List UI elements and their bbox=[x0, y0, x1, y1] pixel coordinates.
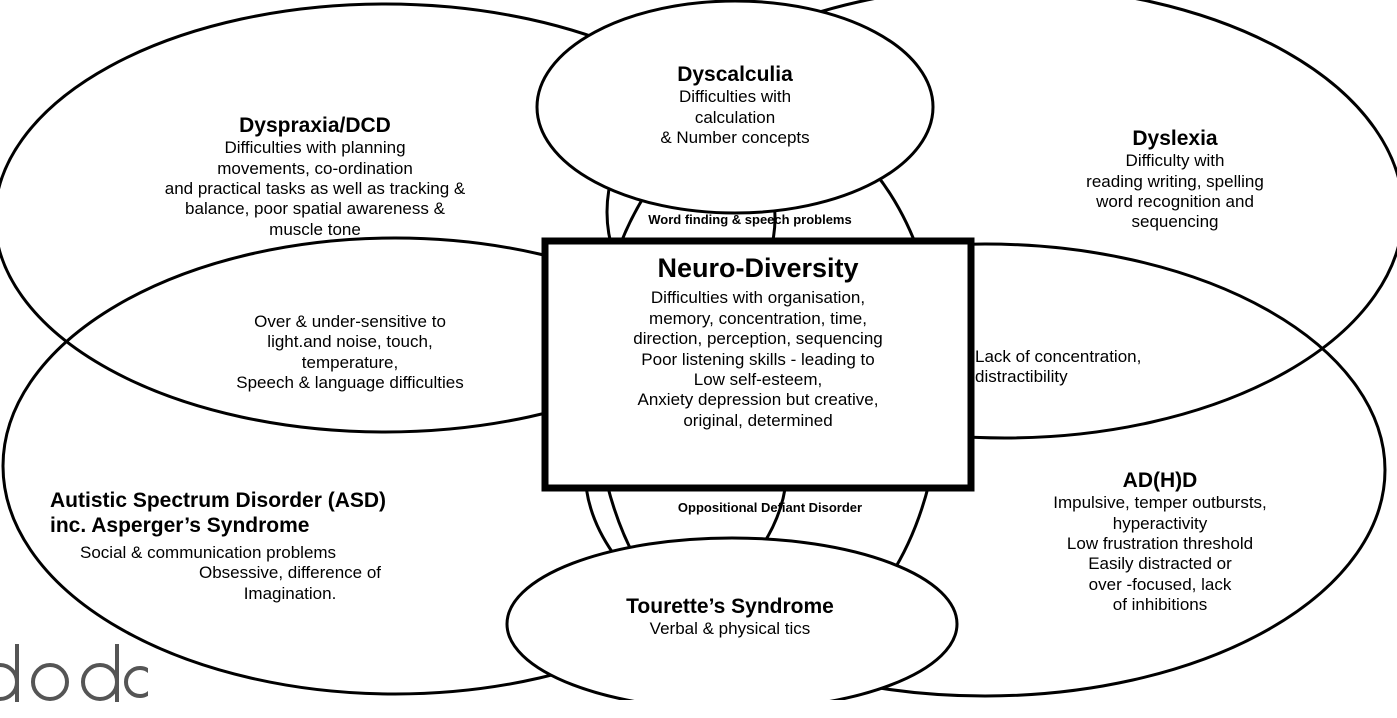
adhd-line: Low frustration threshold bbox=[1066, 533, 1254, 553]
tourettes-line: Verbal & physical tics bbox=[649, 619, 811, 639]
oppositional-text: Oppositional Defiant Disorder bbox=[677, 500, 863, 515]
sensory-line: Over & under-sensitive to bbox=[254, 312, 446, 331]
word-finding-text: Word finding & speech problems bbox=[648, 212, 852, 227]
center-line: direction, perception, sequencing bbox=[633, 329, 883, 349]
center-line: Poor listening skills - leading to bbox=[641, 349, 875, 369]
concentration-block: Lack of concentration, distractibility bbox=[975, 347, 1235, 388]
concentration-line: distractibility bbox=[975, 367, 1068, 387]
dyspraxia-title: Dyspraxia/DCD bbox=[239, 114, 391, 137]
dyslexia-line: word recognition and bbox=[1096, 191, 1254, 211]
sensory-line: light.and noise, touch, bbox=[267, 332, 433, 352]
diagram-shapes bbox=[0, 0, 1397, 700]
center-line: Anxiety depression but creative, bbox=[637, 390, 879, 410]
asd-line: Obsessive, difference of bbox=[198, 563, 382, 583]
asd-title: Autistic Spectrum Disorder (ASD) bbox=[50, 489, 387, 512]
tourettes-title: Tourette’s Syndrome bbox=[626, 595, 834, 618]
dyscalculia-block: Dyscalculia Difficulties with calculatio… bbox=[585, 62, 885, 148]
tourettes-ellipse bbox=[505, 536, 959, 700]
concentration-line: Lack of concentration, bbox=[975, 347, 1142, 366]
neurodiversity-diagram: Dyscalculia Difficulties with calculatio… bbox=[0, 0, 1397, 700]
center-block: Neuro-Diversity Difficulties with organi… bbox=[552, 252, 964, 431]
sensory-line: Speech & language difficulties bbox=[236, 373, 464, 393]
dyslexia-line: sequencing bbox=[1131, 212, 1219, 232]
dyslexia-ellipse bbox=[605, 0, 1397, 440]
dyspraxia-block: Dyspraxia/DCD Difficulties with planning… bbox=[45, 113, 585, 240]
dyspraxia-line: movements, co-ordination bbox=[217, 158, 413, 178]
adhd-line: Impulsive, temper outbursts, bbox=[1053, 493, 1267, 513]
dyscalculia-line: & Number concepts bbox=[660, 127, 810, 147]
dyscalculia-title: Dyscalculia bbox=[677, 63, 793, 86]
word-finding-label: Word finding & speech problems bbox=[595, 212, 905, 228]
dyscalculia-line: Difficulties with bbox=[678, 87, 792, 107]
center-title: Neuro-Diversity bbox=[657, 253, 859, 283]
dyslexia-line: Difficulty with bbox=[1125, 151, 1225, 171]
center-line: Difficulties with organisation, bbox=[650, 288, 866, 308]
adhd-line: over -focused, lack bbox=[1088, 574, 1232, 594]
adhd-block: AD(H)D Impulsive, temper outbursts, hype… bbox=[995, 468, 1325, 616]
logo-mark-icon bbox=[0, 644, 156, 702]
dyscalculia-line: calculation bbox=[694, 107, 776, 127]
oppositional-label: Oppositional Defiant Disorder bbox=[620, 500, 920, 516]
adhd-line: of inhibitions bbox=[1112, 595, 1208, 615]
adhd-line: Easily distracted or bbox=[1088, 554, 1232, 574]
sensory-block: Over & under-sensitive to light.and nois… bbox=[160, 312, 540, 394]
adhd-title: AD(H)D bbox=[1122, 469, 1198, 492]
logo bbox=[0, 636, 156, 718]
dyslexia-title: Dyslexia bbox=[1132, 127, 1218, 150]
asd-block: Autistic Spectrum Disorder (ASD) inc. As… bbox=[50, 488, 550, 538]
adhd-line: hyperactivity bbox=[1112, 513, 1208, 533]
tourettes-block: Tourette’s Syndrome Verbal & physical ti… bbox=[560, 594, 900, 640]
center-line: Low self-esteem, bbox=[693, 369, 823, 389]
asd-details: Social & communication problems Obsessiv… bbox=[70, 543, 510, 604]
dyslexia-line: reading writing, spelling bbox=[1086, 171, 1264, 191]
dyspraxia-line: Difficulties with planning bbox=[224, 138, 406, 158]
asd-subtitle: inc. Asperger’s Syndrome bbox=[50, 514, 310, 538]
dyspraxia-line: muscle tone bbox=[269, 219, 361, 239]
asd-line: Social & communication problems bbox=[80, 543, 337, 562]
center-line: memory, concentration, time, bbox=[649, 308, 867, 328]
dyslexia-block: Dyslexia Difficulty with reading writing… bbox=[1010, 126, 1340, 233]
asd-line: Imagination. bbox=[243, 583, 337, 603]
sensory-line: temperature, bbox=[301, 352, 399, 372]
dyscalculia-ellipse bbox=[535, 0, 935, 215]
center-box bbox=[541, 237, 975, 492]
dyspraxia-line: and practical tasks as well as tracking … bbox=[164, 178, 466, 198]
dyspraxia-ellipse bbox=[0, 2, 777, 434]
center-line: original, determined bbox=[683, 410, 833, 430]
dyspraxia-line: balance, poor spatial awareness & bbox=[185, 199, 445, 219]
